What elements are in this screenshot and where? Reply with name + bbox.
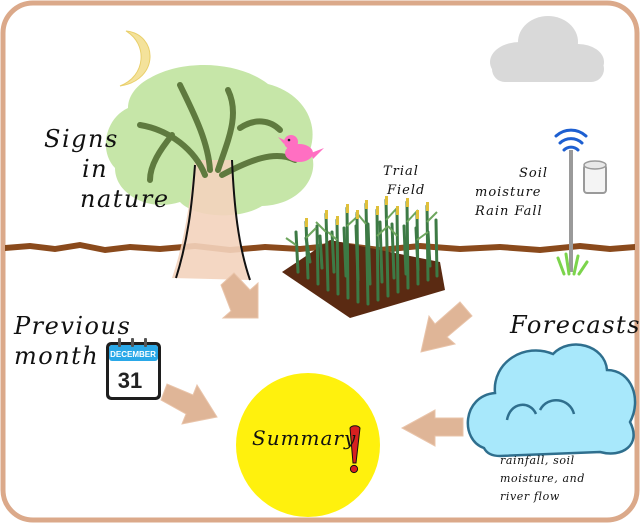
- label-soil-moisture: Soil moisture Rain Fall: [475, 164, 548, 221]
- bird-icon: [278, 135, 324, 162]
- label-line: moisture: [475, 185, 542, 200]
- label-line: rainfall, soil: [500, 454, 575, 467]
- arrow-from-nature: [220, 272, 259, 319]
- label-line: Rain Fall: [475, 204, 543, 219]
- moon-icon: [119, 30, 151, 87]
- tree-icon: [105, 65, 314, 281]
- label-line: Previous: [14, 312, 132, 340]
- grey-cloud-icon: [490, 16, 604, 82]
- calendar-month: DECEMBER: [110, 350, 156, 359]
- label-summary: Summary: [252, 426, 357, 450]
- label-trial-field: Trial Field: [383, 162, 425, 200]
- label-signs-in-nature: Signs in nature: [44, 124, 170, 214]
- label-line: river flow: [500, 490, 560, 503]
- calendar-day: 31: [118, 368, 142, 393]
- calendar-icon: DECEMBER 31: [106, 338, 161, 400]
- label-line: Trial: [383, 164, 419, 179]
- label-line: Soil: [519, 166, 549, 181]
- arrow-from-field: [420, 301, 473, 353]
- label-previous-month: Previous month: [14, 311, 131, 371]
- label-forecast-detail: rainfall, soil moisture, and river flow: [500, 452, 585, 506]
- label-line: Signs: [44, 125, 119, 153]
- label-forecasts: Forecasts: [510, 311, 640, 339]
- forecast-cloud-icon: [466, 343, 637, 458]
- label-line: Field: [387, 183, 426, 198]
- label-line: moisture, and: [500, 472, 585, 485]
- corn-field-icon: [282, 196, 445, 318]
- label-line: nature: [80, 185, 170, 213]
- arrow-from-forecasts: [400, 409, 464, 447]
- arrow-from-previous-month: [160, 383, 218, 425]
- exclamation-icon: [349, 425, 361, 474]
- rain-gauge-icon: [554, 128, 607, 276]
- sun-icon: [236, 373, 380, 517]
- label-line: in: [82, 155, 109, 183]
- label-line: month: [14, 342, 100, 370]
